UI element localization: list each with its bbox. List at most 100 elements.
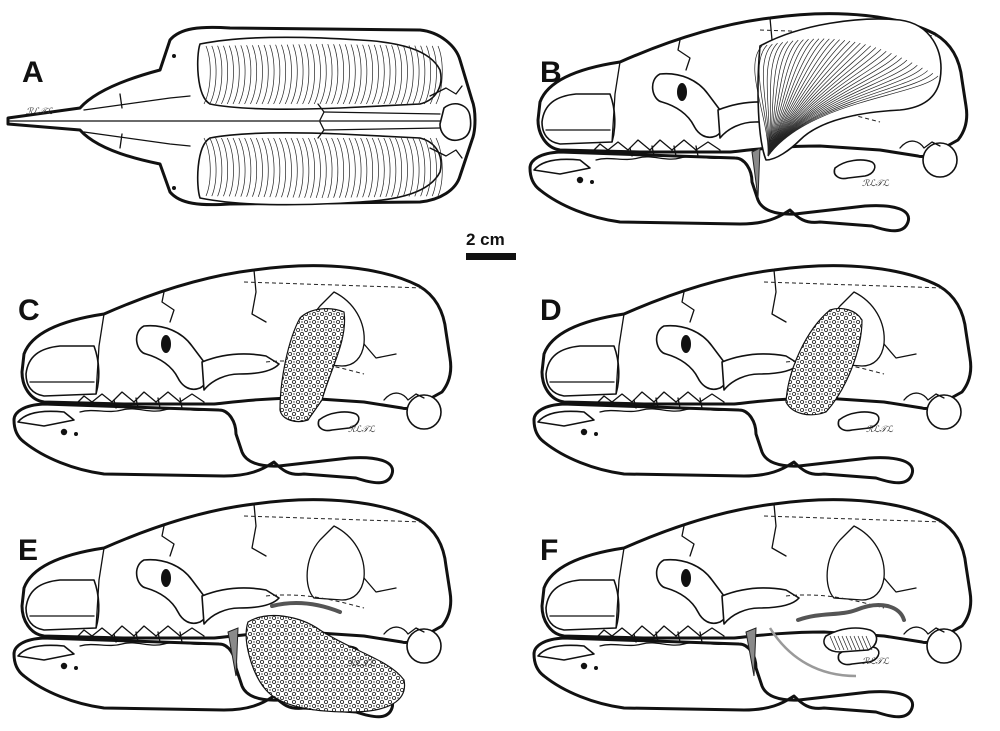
panel-c: C ℛℒ𝒯ℒ (12, 264, 453, 485)
muscle-fiber (337, 137, 344, 198)
muscle-fiber (203, 137, 211, 197)
muscle-fiber (215, 45, 223, 105)
muscle-fiber (331, 44, 339, 105)
artist-signature: ℛℒ𝒯ℒ (26, 107, 54, 117)
muscle-fiber (395, 45, 402, 105)
muscle-fiber (284, 137, 292, 198)
muscle-fiber (325, 43, 333, 105)
muscle-fiber (767, 38, 820, 157)
muscle-fiber (232, 45, 240, 105)
svg-text:ℛℒ𝒯ℒ: ℛℒ𝒯ℒ (862, 657, 890, 667)
muscle-fiber (389, 45, 397, 105)
masseteric-ridge (796, 603, 906, 622)
muscle-fiber (849, 635, 857, 651)
muscle-fiber (754, 45, 769, 157)
muscle-fiber (232, 137, 240, 197)
muscle-fiber (238, 137, 246, 197)
muscle-fiber (406, 45, 414, 105)
muscle-fiber (395, 137, 402, 197)
muscle-fiber (261, 44, 269, 105)
occipital-condyles (439, 103, 472, 142)
muscle-fiber (429, 137, 437, 197)
muscle-fiber (412, 137, 420, 197)
muscle-fiber (313, 43, 321, 105)
muscle-fiber (308, 137, 315, 198)
temporalis-lateral-fibers (754, 38, 939, 157)
zygomaticomandibularis-posterior (785, 307, 863, 416)
muscle-fiber (342, 44, 350, 105)
panel-label-d: D (540, 294, 562, 327)
panel-label-f: F (540, 534, 558, 567)
svg-text:ℛℒ𝒯ℒ: ℛℒ𝒯ℒ (862, 179, 890, 189)
svg-text:ℛℒ𝒯ℒ: ℛℒ𝒯ℒ (348, 425, 376, 435)
masseter-deep (245, 615, 406, 713)
panel-label-e: E (18, 534, 38, 567)
scale-bar: 2 cm (466, 230, 516, 260)
muscle-fiber (366, 44, 373, 105)
muscle-fiber (767, 38, 830, 157)
muscle-fiber (767, 38, 815, 157)
muscle-fiber (221, 137, 228, 197)
muscle-fiber (319, 137, 327, 199)
zygomaticomandibularis-anterior (279, 308, 346, 423)
muscle-fiber (302, 44, 310, 105)
svg-text:ℛℒ𝒯ℒ: ℛℒ𝒯ℒ (866, 425, 894, 435)
digastric-fibers (829, 635, 873, 651)
panel-label-c: C (18, 294, 40, 327)
panel-a: A ℛℒ𝒯ℒ (6, 25, 477, 207)
muscle-fiber (313, 137, 321, 199)
digastric-reduced (823, 627, 878, 653)
muscle-fiber (296, 137, 304, 198)
muscle-fiber (400, 45, 408, 105)
muscle-fiber (348, 137, 356, 198)
muscle-fiber (302, 137, 310, 198)
muscle-fiber (290, 44, 298, 105)
muscle-fiber (371, 44, 379, 105)
scale-bar-line (466, 253, 516, 260)
muscle-fiber (837, 635, 845, 651)
muscle-fiber (857, 635, 865, 651)
muscle-fiber (203, 45, 211, 105)
scale-bar-label: 2 cm (466, 230, 505, 249)
muscle-fiber (829, 635, 837, 651)
muscle-fiber (865, 635, 873, 651)
muscle-fiber (337, 44, 344, 105)
muscle-fiber (360, 137, 368, 198)
muscle-fiber (360, 44, 368, 105)
muscle-fiber (383, 44, 391, 105)
muscle-fiber (354, 44, 362, 105)
muscle-fiber (853, 635, 861, 651)
muscle-fiber (226, 137, 234, 197)
muscle-fiber (209, 45, 217, 105)
muscle-fiber (238, 45, 246, 105)
muscle-fiber (767, 42, 783, 157)
muscle-fiber (767, 39, 799, 157)
muscle-fiber (319, 43, 327, 105)
muscle-fiber (366, 137, 373, 198)
muscle-fiber (424, 45, 431, 105)
muscle-fiber (354, 137, 362, 198)
muscle-fiber (377, 137, 385, 198)
panel-label-a: A (22, 56, 44, 89)
muscle-fiber (767, 40, 794, 157)
muscle-fiber (250, 137, 257, 197)
muscle-fiber (209, 137, 217, 197)
muscle-fiber (284, 44, 292, 105)
muscle-fiber (767, 38, 825, 157)
muscle-fiber (250, 45, 257, 105)
mandible-reduced-outline (768, 627, 857, 678)
muscle-fiber (767, 38, 809, 157)
muscle-fiber (424, 137, 431, 197)
muscle-fiber (418, 45, 426, 105)
muscle-fiber (406, 137, 414, 197)
muscle-fiber (331, 137, 339, 198)
muscle-fiber (861, 635, 869, 651)
panel-b: B ℛℒ𝒯ℒ (528, 12, 969, 233)
muscle-fiber (244, 45, 252, 105)
coronoid-process (751, 147, 761, 199)
muscle-fiber (267, 137, 275, 198)
muscle-fiber (255, 44, 263, 105)
svg-text:ℛℒ𝒯ℒ: ℛℒ𝒯ℒ (348, 659, 376, 669)
muscle-fiber (348, 44, 356, 105)
